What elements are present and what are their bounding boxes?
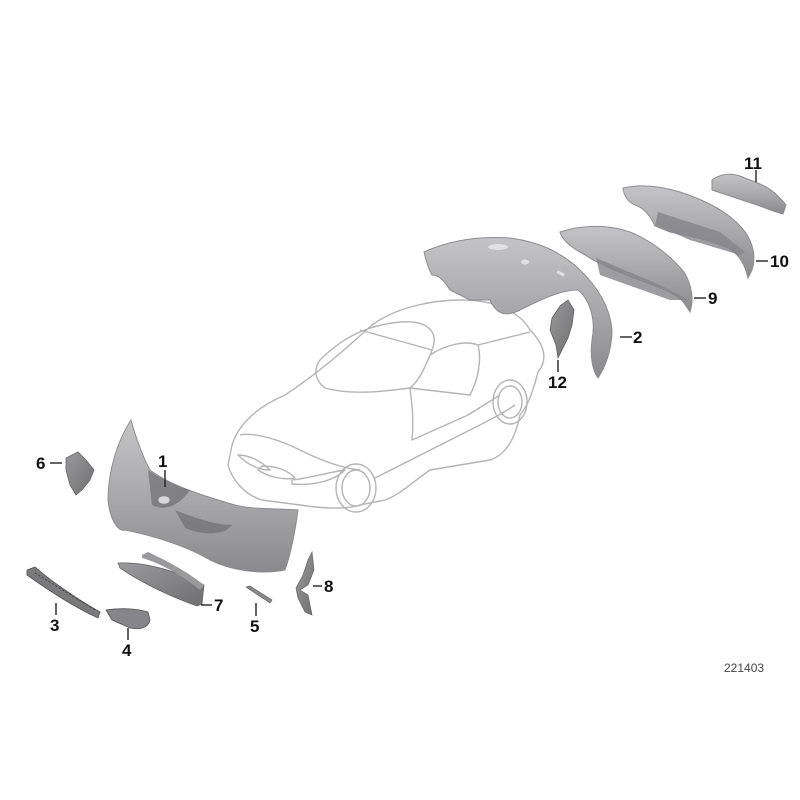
leader-lines: [50, 170, 768, 640]
callout-3[interactable]: 3: [50, 616, 60, 635]
part-5-trim-strip[interactable]: [245, 585, 273, 604]
part-2-rear-bumper[interactable]: [423, 237, 613, 379]
part-9-diffuser[interactable]: [559, 225, 693, 314]
callout-7[interactable]: 7: [214, 596, 224, 615]
callout-4[interactable]: 4: [122, 641, 132, 660]
callout-5[interactable]: 5: [250, 617, 260, 636]
callout-12[interactable]: 12: [548, 373, 567, 392]
callout-8[interactable]: 8: [324, 577, 334, 596]
callout-2[interactable]: 2: [633, 328, 643, 347]
part-8-side-duct[interactable]: [295, 550, 315, 616]
car-outline: [227, 299, 545, 513]
part-6-bracket[interactable]: [65, 451, 95, 496]
part-12-rear-bracket[interactable]: [549, 299, 575, 360]
part-11-trim-insert[interactable]: [711, 173, 787, 215]
callout-1[interactable]: 1: [158, 452, 168, 471]
diagram-reference-number: 221403: [724, 661, 765, 675]
callout-6[interactable]: 6: [36, 454, 46, 473]
part-3-lower-grille[interactable]: [26, 566, 101, 619]
part-7-spoiler-lip[interactable]: [117, 552, 205, 607]
callout-11[interactable]: 11: [744, 154, 762, 173]
callout-9[interactable]: 9: [708, 289, 718, 308]
callout-10[interactable]: 10: [770, 252, 789, 271]
part-4-side-grille[interactable]: [105, 608, 151, 630]
part-1-front-bumper[interactable]: [107, 418, 299, 573]
part-10-diffuser[interactable]: [622, 185, 755, 280]
